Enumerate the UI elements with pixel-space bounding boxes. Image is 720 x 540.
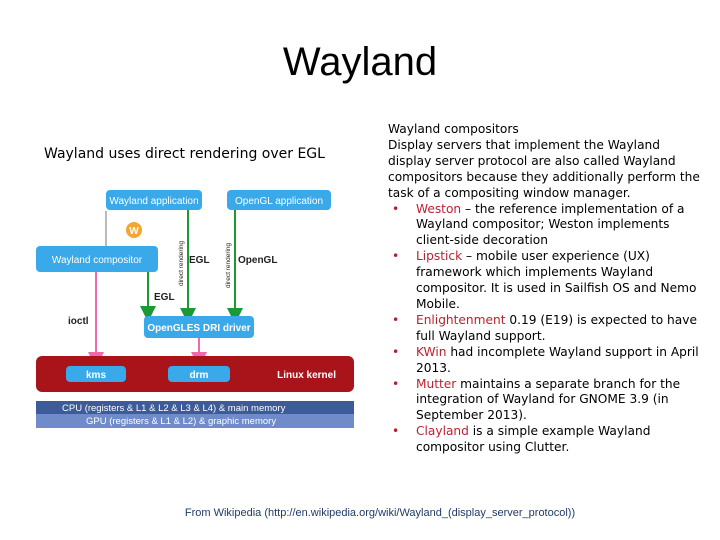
list-item: • KWin had incomplete Wayland support in … bbox=[388, 345, 704, 377]
linux-kernel-label: Linux kernel bbox=[277, 370, 336, 381]
slide-title: Wayland bbox=[282, 40, 438, 84]
bullet-icon: • bbox=[392, 312, 400, 327]
egl-label-left: EGL bbox=[154, 292, 175, 303]
compositor-description: had incomplete Wayland support in April … bbox=[416, 344, 699, 375]
opengl-label-right: OpenGL bbox=[238, 255, 277, 266]
compositor-description: – mobile user experience (UX) framework … bbox=[416, 249, 697, 311]
wayland-logo-icon bbox=[126, 222, 142, 238]
opengles-dri-driver-label: OpenGLES DRI driver bbox=[147, 323, 250, 334]
kms-label: kms bbox=[86, 370, 106, 381]
list-item: • Weston – the reference implementation o… bbox=[388, 202, 704, 250]
wayland-logo-letter: W bbox=[129, 226, 139, 237]
bullet-icon: • bbox=[392, 344, 400, 359]
wayland-compositors-text: Wayland compositors Display servers that… bbox=[388, 122, 704, 456]
gpu-memory-bar bbox=[36, 414, 354, 428]
bullet-icon: • bbox=[392, 249, 400, 264]
list-item: • Clayland is a simple example Wayland co… bbox=[388, 424, 704, 456]
drm-label: drm bbox=[190, 370, 209, 381]
opengl-application-box bbox=[227, 190, 331, 210]
wayland-compositor-box bbox=[36, 246, 158, 272]
wayland-architecture-diagram: Wayland application OpenGL application W… bbox=[36, 190, 356, 430]
list-item: • Mutter maintains a separate branch for … bbox=[388, 377, 704, 425]
list-item: • Enlightenment 0.19 (E19) is expected to… bbox=[388, 313, 704, 345]
compositor-description: – the reference implementation of a Wayl… bbox=[416, 201, 685, 248]
cpu-memory-bar bbox=[36, 401, 354, 414]
egl-label-right: EGL bbox=[189, 255, 210, 266]
compositor-description: 0.19 (E19) is expected to have full Wayl… bbox=[416, 312, 697, 343]
opengl-application-label: OpenGL application bbox=[235, 196, 323, 207]
diagram-caption: Wayland uses direct rendering over EGL bbox=[44, 146, 325, 162]
compositor-link[interactable]: Weston bbox=[416, 201, 462, 216]
wayland-compositor-label: Wayland compositor bbox=[52, 255, 143, 266]
source-footer: From Wikipedia (http://en.wikipedia.org/… bbox=[184, 507, 576, 519]
compositor-link[interactable]: Mutter bbox=[416, 376, 457, 391]
compositor-description: is a simple example Wayland compositor u… bbox=[416, 424, 651, 455]
wayland-application-label: Wayland application bbox=[109, 196, 198, 207]
wayland-application-box bbox=[106, 190, 202, 210]
list-item: • Lipstick – mobile user experience (UX) … bbox=[388, 249, 704, 313]
direct-rendering-label-2: direct rendering bbox=[225, 242, 232, 288]
gpu-memory-label: GPU (registers & L1 & L2) & graphic memo… bbox=[86, 416, 276, 427]
compositor-link[interactable]: KWin bbox=[416, 344, 447, 359]
cpu-memory-label: CPU (registers & L1 & L2 & L3 & L4) & ma… bbox=[62, 403, 286, 414]
compositor-link[interactable]: Lipstick bbox=[416, 249, 463, 264]
bullet-icon: • bbox=[392, 424, 400, 439]
bullet-icon: • bbox=[392, 376, 400, 391]
compositor-link[interactable]: Enlightenment bbox=[416, 312, 506, 327]
direct-rendering-label-1: direct rendering bbox=[178, 240, 185, 286]
drm-box bbox=[168, 366, 230, 382]
section-intro: Display servers that implement the Wayla… bbox=[388, 137, 700, 200]
opengles-dri-driver-box bbox=[144, 316, 254, 338]
section-heading: Wayland compositors bbox=[388, 122, 519, 136]
ioctl-label: ioctl bbox=[68, 316, 89, 327]
compositor-link[interactable]: Clayland bbox=[416, 424, 469, 439]
compositor-description: maintains a separate branch for the inte… bbox=[416, 376, 681, 423]
kms-box bbox=[66, 366, 126, 382]
bullet-icon: • bbox=[392, 201, 400, 216]
compositor-list: • Weston – the reference implementation o… bbox=[388, 202, 704, 457]
